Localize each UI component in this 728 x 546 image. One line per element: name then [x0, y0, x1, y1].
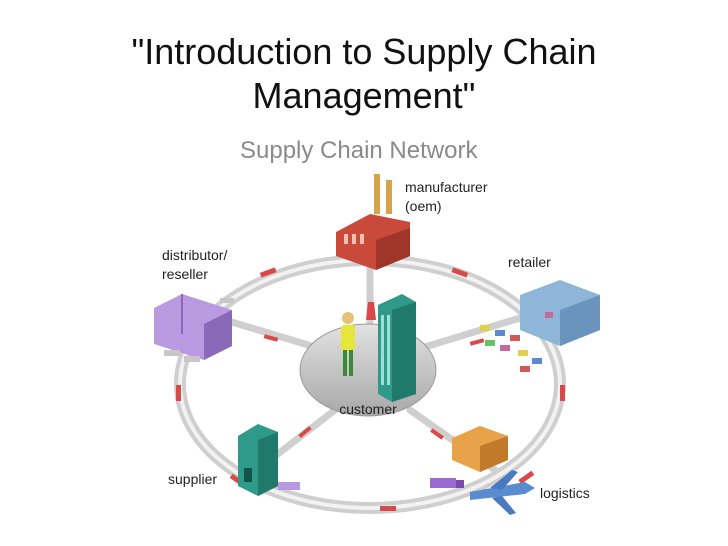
node-label-distributor: distributor/	[162, 247, 227, 263]
factory-icon	[336, 174, 410, 270]
node-label-manufacturer-oem: (oem)	[405, 198, 442, 214]
customer-person-icon	[341, 312, 355, 376]
distribution-center-icon	[154, 294, 232, 360]
supply-chain-network-diagram: customer manufacturer (oem)	[154, 174, 600, 515]
distributor-trucks-icon	[164, 298, 234, 362]
supplier-truck-icon	[278, 482, 300, 490]
node-label-logistics: logistics	[540, 485, 590, 501]
node-label-manufacturer: manufacturer	[405, 179, 488, 195]
node-label-reseller: reseller	[162, 266, 208, 282]
title-line-2: Management"	[252, 75, 476, 116]
node-label-retailer: retailer	[508, 254, 551, 270]
node-distributor: distributor/ reseller	[154, 247, 234, 362]
store-icon	[520, 280, 600, 346]
node-manufacturer: manufacturer (oem)	[336, 174, 488, 270]
airplane-icon	[470, 470, 535, 515]
node-logistics: logistics	[430, 426, 590, 515]
title-line-1: "Introduction to Supply Chain	[131, 31, 597, 72]
slide-subtitle: Supply Chain Network	[240, 137, 478, 164]
warehouse-icon	[238, 424, 278, 496]
warehouse-orange-icon	[452, 426, 508, 472]
slide-title: "Introduction to Supply Chain Management…	[40, 30, 688, 118]
node-label-supplier: supplier	[168, 471, 217, 487]
truck-icon	[430, 478, 464, 488]
node-supplier: supplier	[168, 424, 300, 496]
parking-lot-cars-icon	[480, 325, 542, 372]
flow-arrows	[176, 267, 565, 511]
customer-building-icon	[378, 294, 416, 402]
node-retailer: retailer	[480, 254, 600, 372]
node-label-customer: customer	[339, 401, 397, 417]
